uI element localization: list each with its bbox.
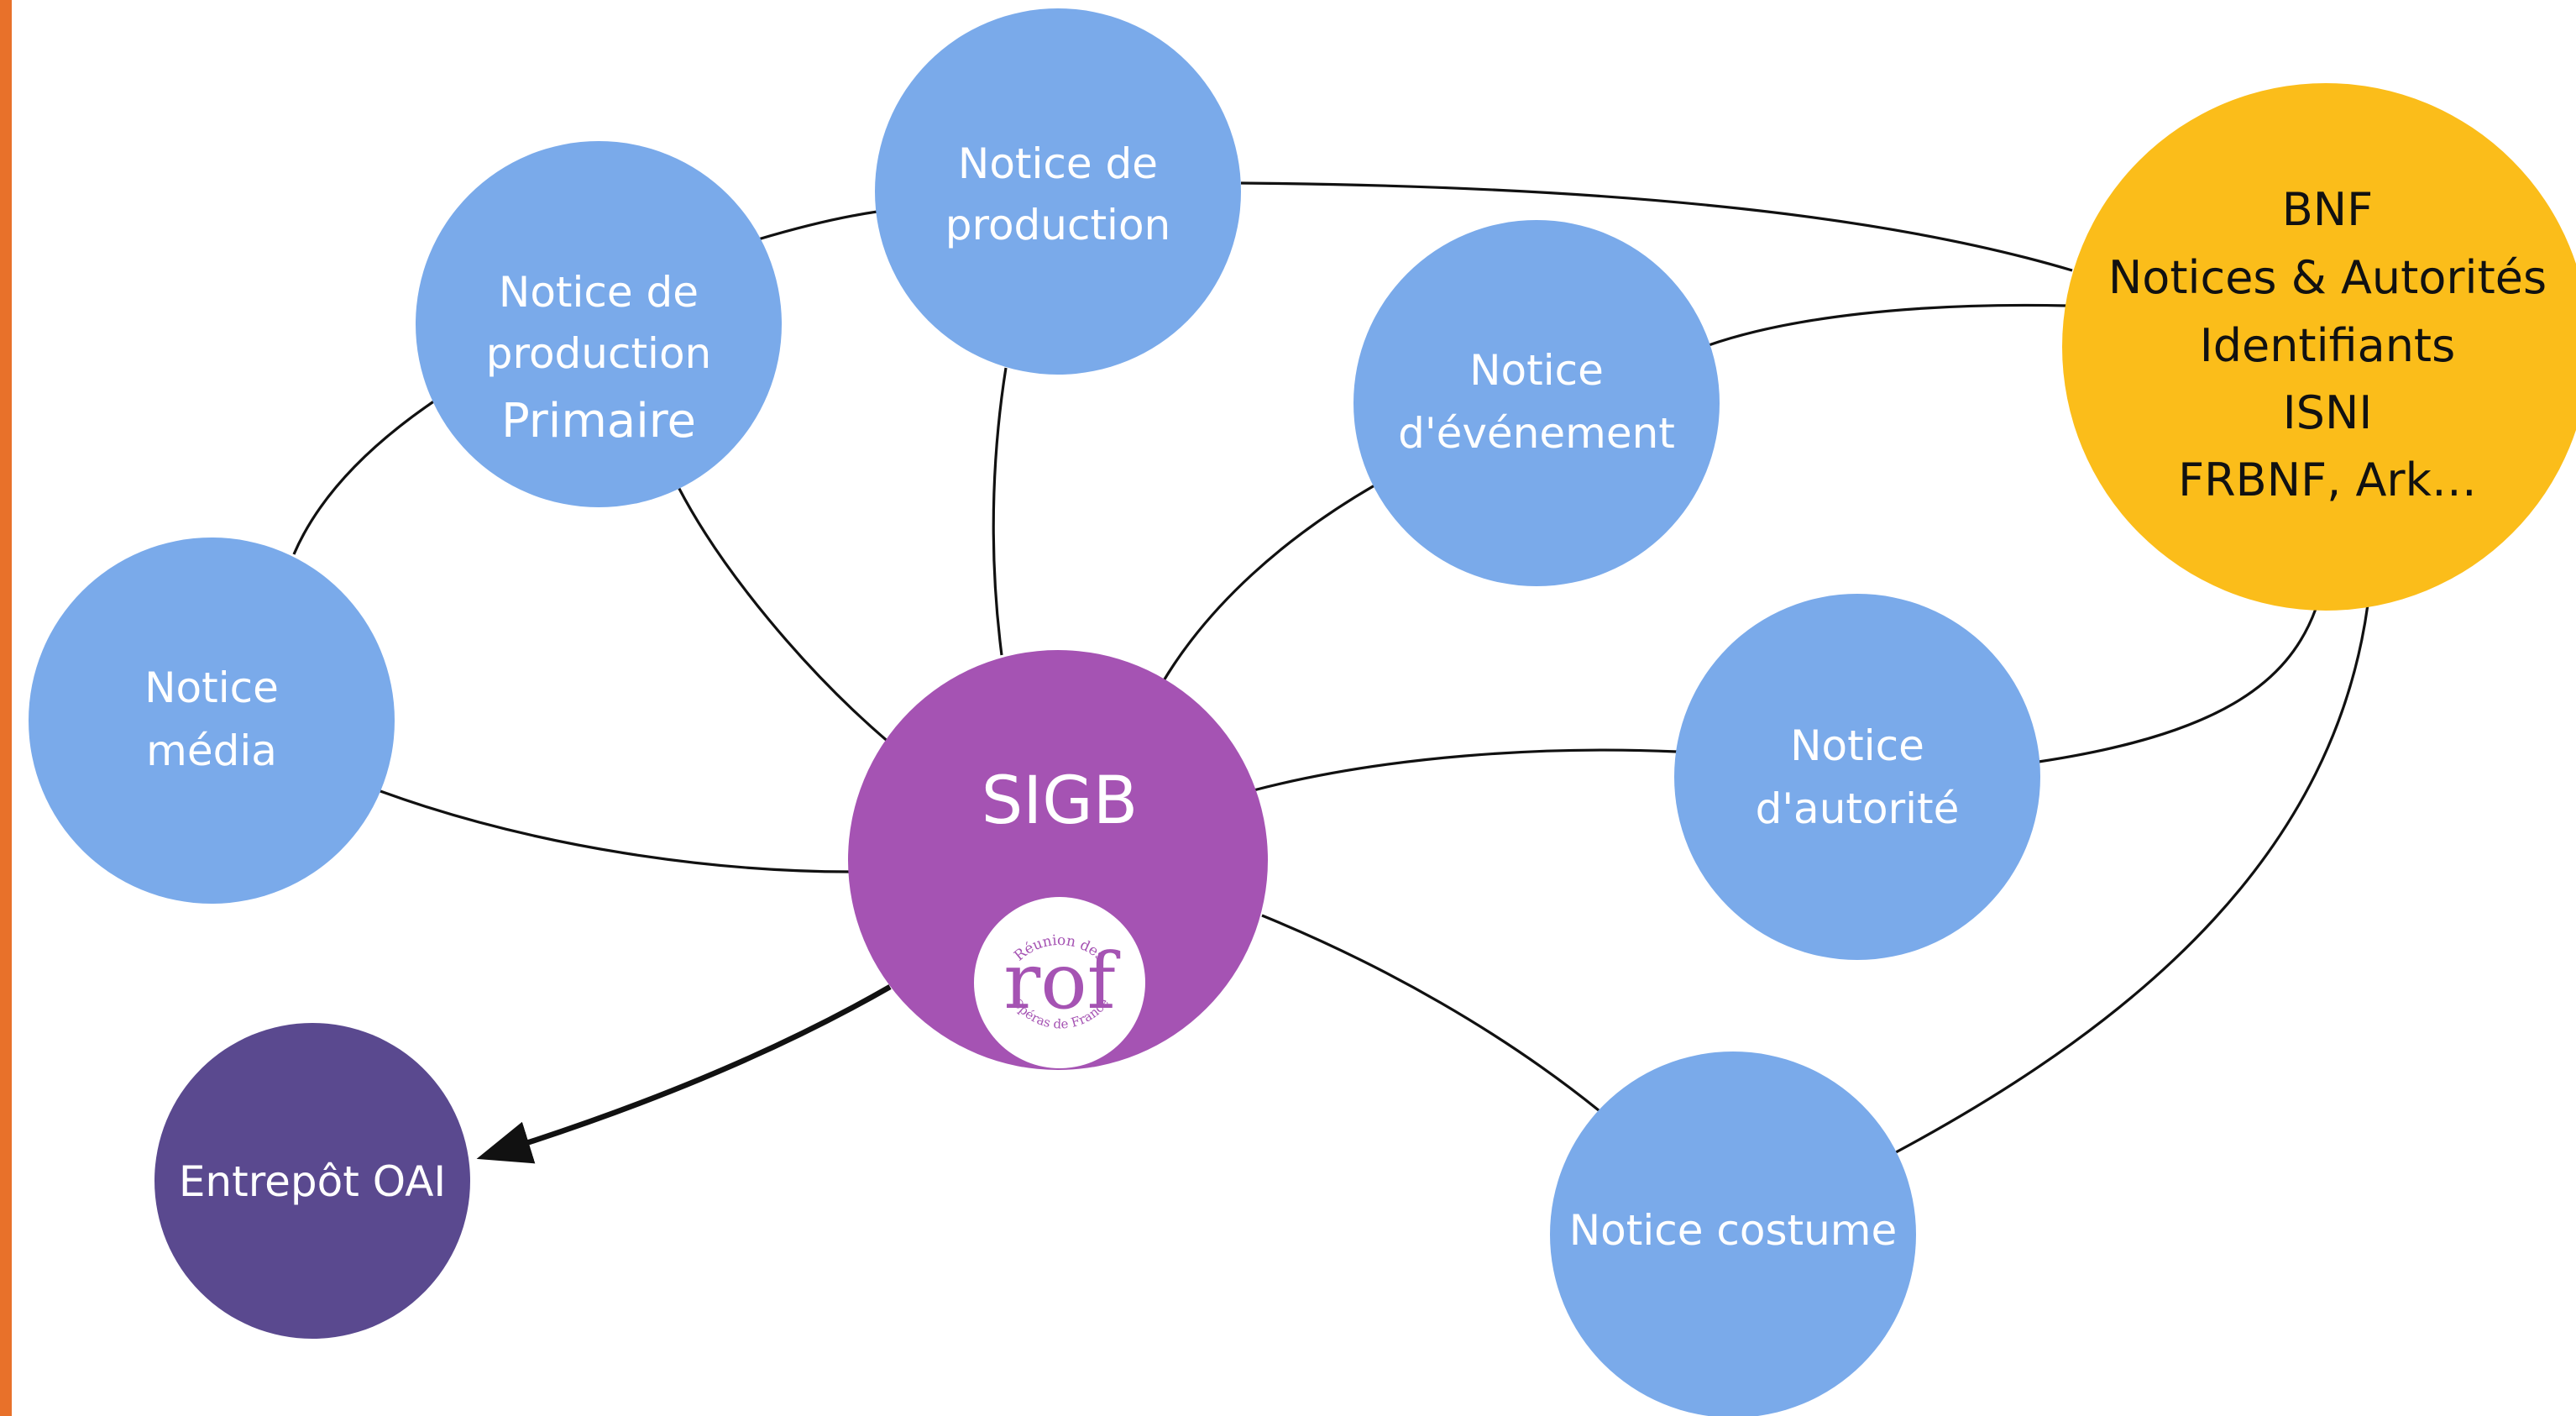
- node-autorite-line2: d'autorité: [1756, 784, 1960, 833]
- node-evenement: Notice d'événement: [1353, 220, 1720, 586]
- node-production-primaire-line1: Notice de: [499, 268, 699, 317]
- edge-production-sigb: [992, 367, 1008, 656]
- edge-evenement-bnf: [1708, 303, 2068, 347]
- node-autorite: Notice d'autorité: [1674, 594, 2040, 960]
- node-costume-circle: [1550, 1052, 1916, 1416]
- edge-sigb-autorite: [1253, 748, 1678, 792]
- edge-sigb-costume: [1261, 914, 1600, 1112]
- rof-logo-main: rof: [1003, 936, 1120, 1026]
- node-sigb-circle: [848, 650, 1268, 1070]
- rof-logo: Réunion des rof Opéras de France: [974, 897, 1145, 1068]
- edge-primaire-sigb: [677, 486, 892, 745]
- node-oai-label: Entrepôt OAI: [179, 1157, 446, 1206]
- left-accent-bar: [0, 0, 12, 1416]
- edge-primaire-production: [757, 210, 878, 241]
- node-production-circle: [875, 8, 1241, 375]
- edge-sigb-oai-arrow: [476, 984, 892, 1164]
- node-media-line1: Notice: [144, 663, 279, 712]
- node-oai: Entrepôt OAI: [154, 1023, 470, 1339]
- node-production: Notice de production: [875, 8, 1241, 375]
- node-evenement-line1: Notice: [1469, 346, 1604, 395]
- node-costume: Notice costume: [1550, 1052, 1916, 1416]
- node-bnf-line4: ISNI: [2283, 386, 2373, 439]
- connectors: [292, 181, 2369, 1164]
- edge-evenement-sigb: [1161, 484, 1375, 683]
- node-oai-circle: [154, 1023, 470, 1339]
- node-costume-label: Notice costume: [1569, 1206, 1898, 1255]
- node-production-line1: Notice de: [958, 139, 1158, 188]
- node-bnf: BNF Notices & Autorités Identifiants ISN…: [2062, 83, 2576, 611]
- edge-autorite-bnf: [2038, 608, 2317, 763]
- node-production-primaire-line3: Primaire: [501, 394, 696, 448]
- node-production-primaire: Notice de production Primaire: [416, 141, 782, 507]
- node-autorite-circle: [1674, 594, 2040, 960]
- node-bnf-line1: BNF: [2282, 183, 2374, 236]
- edge-primaire-media: [292, 399, 436, 555]
- node-autorite-line1: Notice: [1790, 721, 1924, 770]
- node-media-line2: média: [146, 726, 277, 775]
- edge-costume-bnf: [1895, 604, 2369, 1154]
- node-production-primaire-circle: [416, 141, 782, 507]
- node-bnf-line2: Notices & Autorités: [2108, 251, 2547, 304]
- node-evenement-line2: d'événement: [1398, 409, 1675, 458]
- node-sigb: SIGB Réunion des rof Opéras de France: [848, 650, 1268, 1070]
- node-production-line2: production: [945, 201, 1170, 249]
- node-bnf-line3: Identifiants: [2200, 319, 2455, 372]
- node-sigb-label: SIGB: [982, 763, 1138, 839]
- edge-production-bnf: [1240, 181, 2073, 272]
- node-bnf-line5: FRBNF, Ark…: [2178, 454, 2477, 506]
- node-production-primaire-line2: production: [486, 329, 711, 378]
- node-bnf-circle: [2062, 83, 2576, 611]
- node-media: Notice média: [29, 538, 395, 904]
- rof-logo-badge: [974, 897, 1145, 1068]
- node-evenement-circle: [1353, 220, 1720, 586]
- edge-media-sigb: [380, 789, 851, 873]
- node-media-circle: [29, 538, 395, 904]
